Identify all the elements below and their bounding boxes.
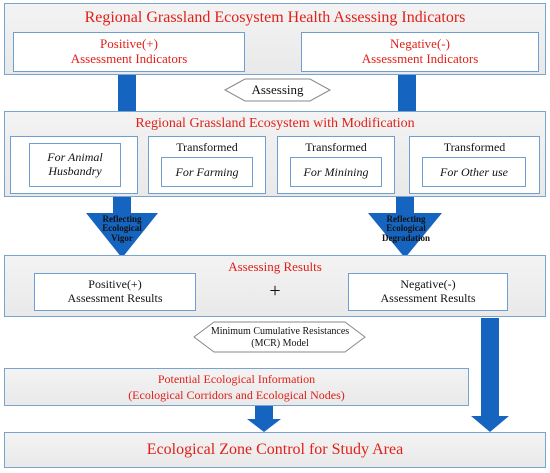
positive-indicators-box: Positive(+) Assessment Indicators	[13, 32, 245, 72]
degradation-arrow-label: Reflecting Ecological Degradation	[382, 213, 430, 243]
left-short-arrowhead	[247, 419, 281, 432]
card-mining: Transformed For Minining	[277, 136, 395, 194]
vigor-arrow-shaft	[113, 197, 131, 214]
top-right-connector	[398, 72, 416, 112]
vigor-arrow-label: Reflecting Ecological Vigor	[102, 213, 142, 243]
modification-panel: Regional Grassland Ecosystem with Modifi…	[4, 111, 546, 197]
mcr-hexagon	[193, 321, 366, 353]
potential-line1: Potential Ecological Information	[157, 371, 316, 386]
card-other-use: Transformed For Other use	[409, 136, 540, 194]
indicators-title: Regional Grassland Ecosystem Health Asse…	[84, 9, 466, 26]
assessing-label: Assessing	[251, 82, 304, 97]
vigor-arrow	[86, 213, 158, 258]
right-long-arrowhead	[471, 416, 509, 432]
negative-results-box: Negative(-) Assessment Results	[348, 273, 508, 311]
degradation-arrow	[368, 213, 442, 258]
results-title: Assessing Results	[228, 259, 322, 274]
plus-sign: +	[269, 279, 281, 302]
positive-results-box: Positive(+) Assessment Results	[34, 273, 196, 311]
card-other-use-label: For Other use	[422, 157, 526, 187]
card-animal-husbandry-label: For Animal Husbandry	[29, 143, 121, 187]
card-farming-label: For Farming	[161, 157, 253, 187]
results-panel: Assessing Results Positive(+) Assessment…	[4, 255, 546, 317]
left-short-shaft	[255, 405, 273, 420]
indicators-panel: Regional Grassland Ecosystem Health Asse…	[4, 3, 546, 75]
final-panel: Ecological Zone Control for Study Area	[4, 432, 546, 468]
card-mining-label: For Minining	[290, 157, 382, 187]
right-long-shaft	[481, 318, 499, 418]
negative-indicators-box: Negative(-) Assessment Indicators	[301, 32, 539, 72]
potential-panel: Potential Ecological Information (Ecolog…	[4, 368, 469, 406]
assessing-hexagon	[223, 78, 332, 102]
mcr-label: Minimum Cumulative Resistances (MCR) Mod…	[210, 326, 350, 349]
degradation-arrow-shaft	[396, 197, 414, 214]
card-animal-husbandry: For Animal Husbandry	[10, 136, 138, 194]
card-mining-header: Transformed	[305, 139, 367, 154]
top-left-connector	[118, 72, 136, 112]
card-other-use-header: Transformed	[443, 139, 506, 154]
card-farming: Transformed For Farming	[148, 136, 266, 194]
card-farming-header: Transformed	[176, 139, 238, 154]
modification-title: Regional Grassland Ecosystem with Modifi…	[135, 116, 415, 131]
potential-line2: (Ecological Corridors and Ecological Nod…	[128, 387, 345, 402]
